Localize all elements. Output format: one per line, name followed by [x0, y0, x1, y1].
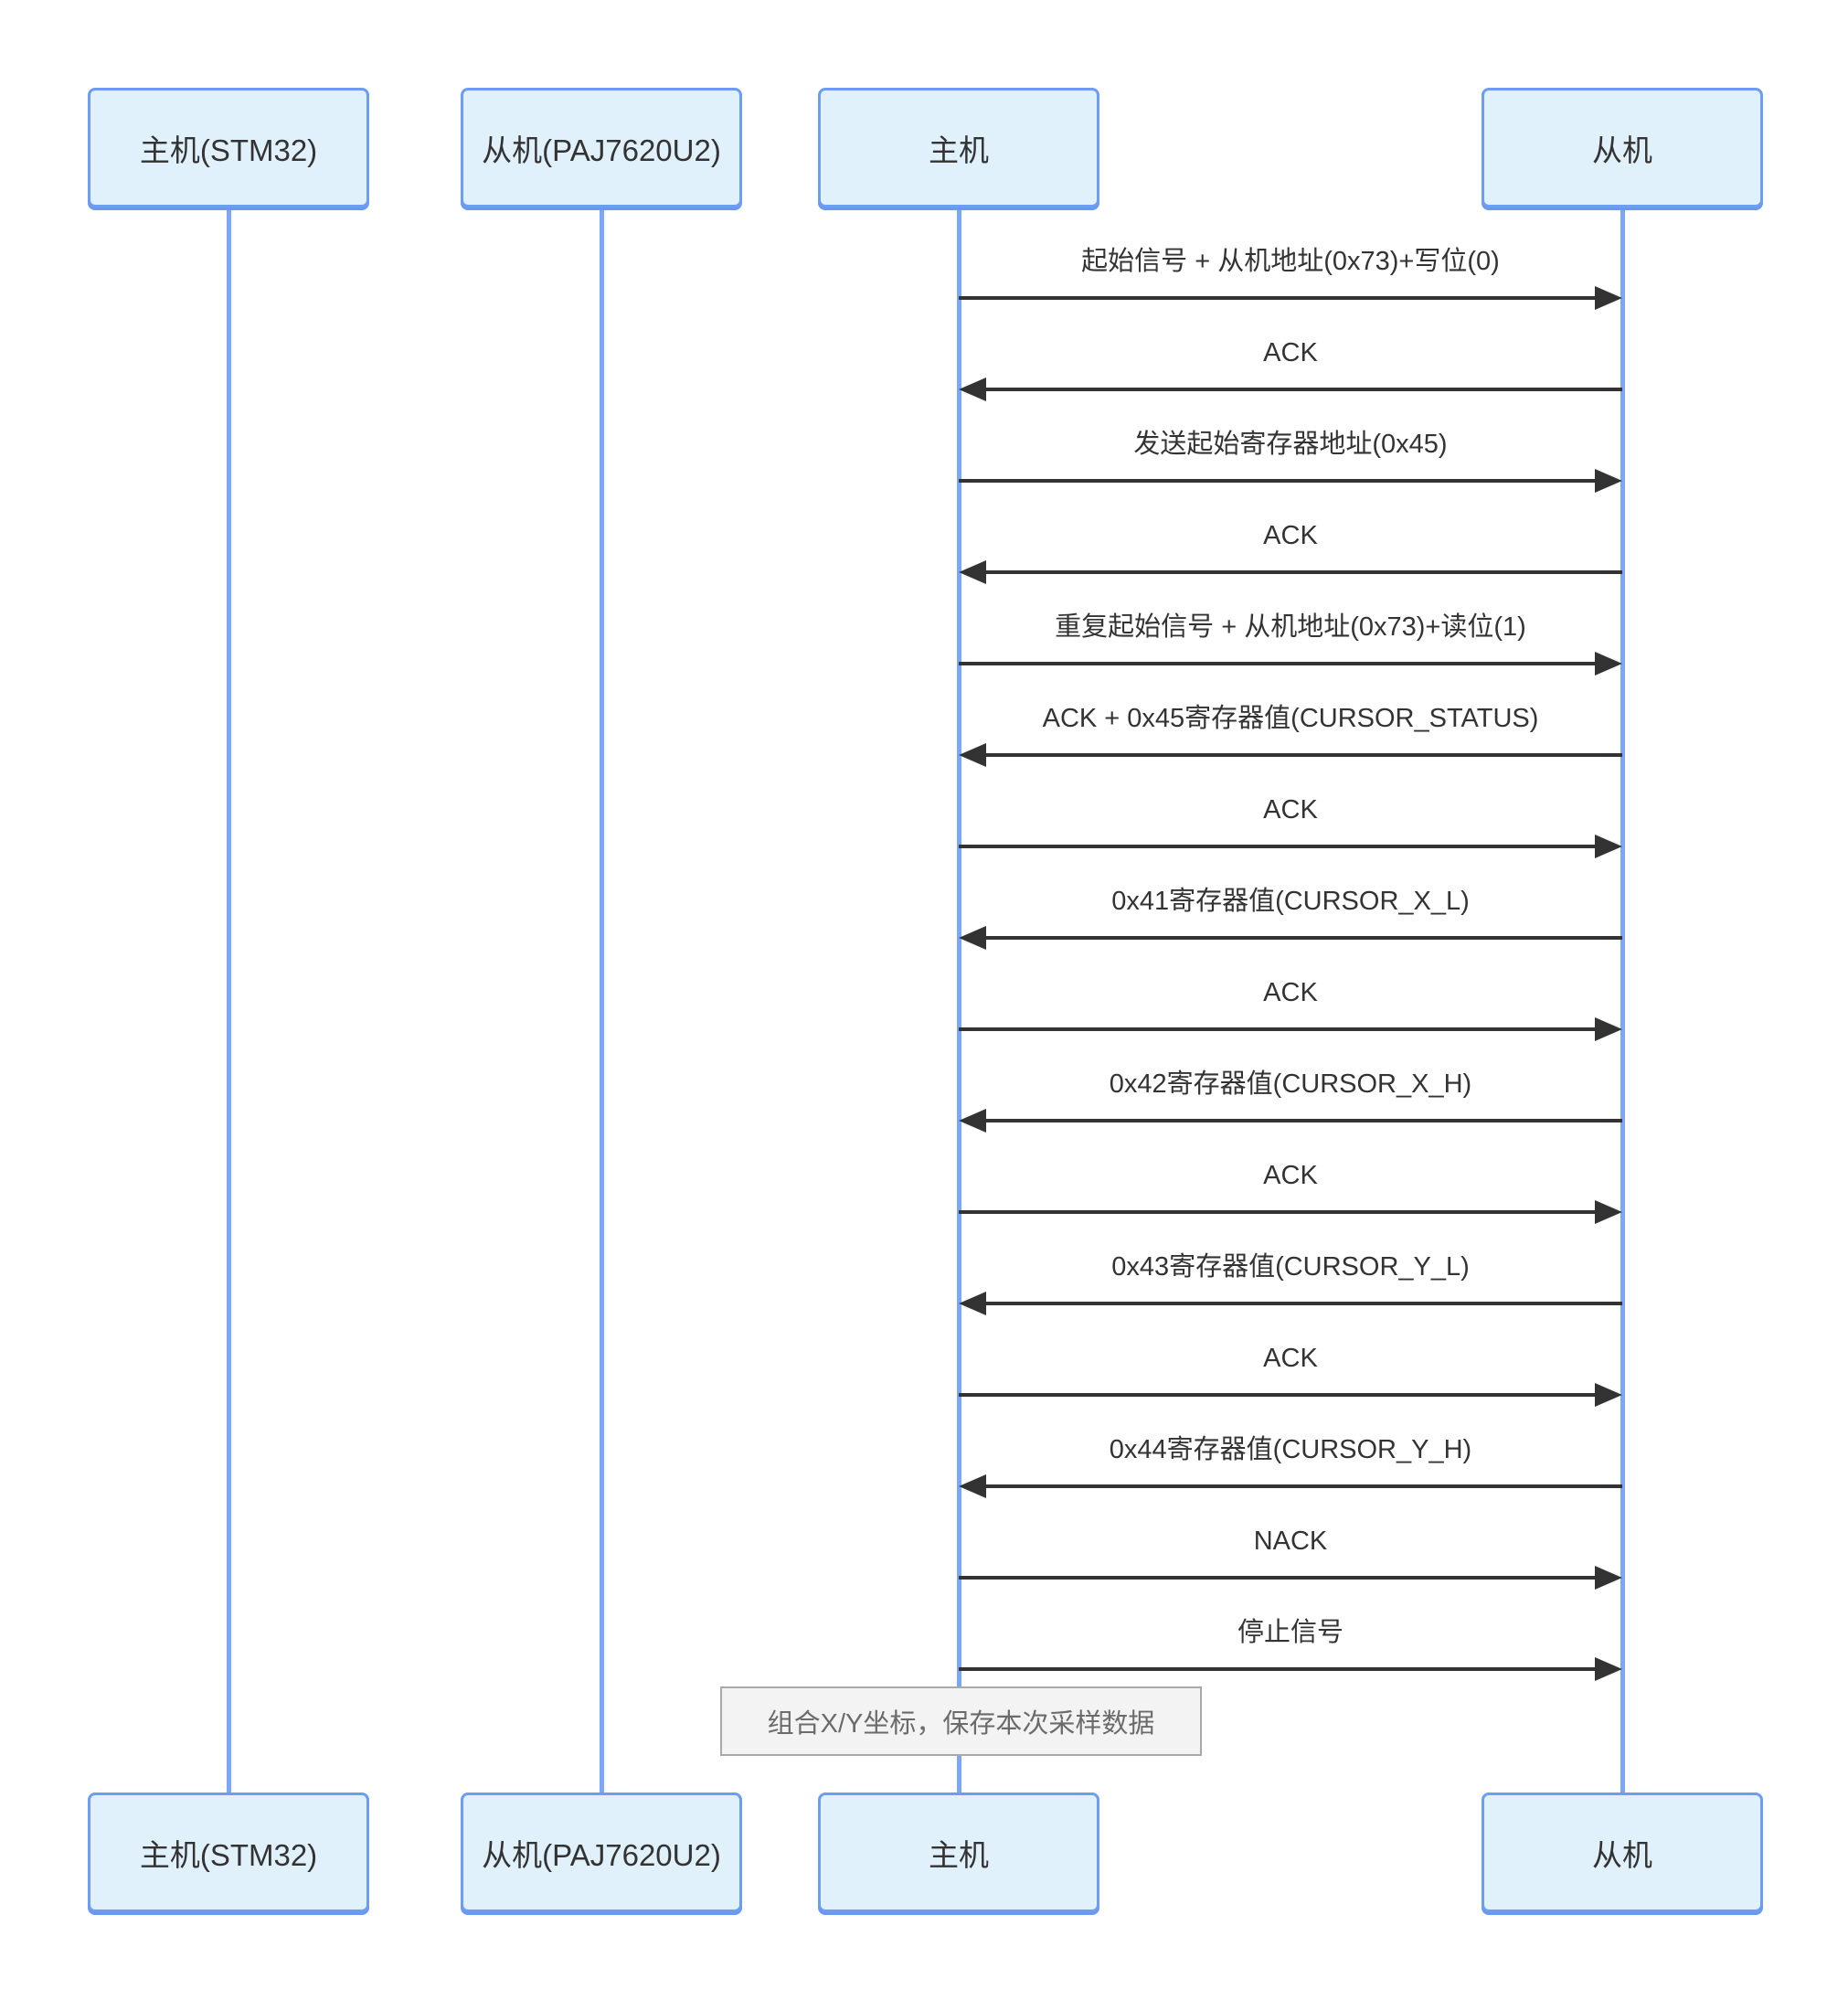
message-arrow [959, 296, 1598, 300]
actor-label: 从机(PAJ7620U2) [482, 1837, 721, 1872]
actor-top-host: 主机 [818, 88, 1099, 207]
message-arrow [959, 1667, 1598, 1671]
message-arrow [982, 753, 1622, 757]
actor-label: 主机(STM32) [139, 1837, 318, 1872]
arrowhead-left-icon [959, 743, 986, 767]
message-label: ACK [1263, 521, 1318, 550]
arrowhead-right-icon [1595, 469, 1622, 493]
message-arrow [959, 1027, 1598, 1031]
message-label: ACK + 0x45寄存器值(CURSOR_STATUS) [1042, 704, 1539, 733]
actor-label: 主机 [929, 1837, 989, 1872]
actor-label: 主机 [929, 133, 989, 167]
message-label: 停止信号 [1237, 1618, 1344, 1647]
message-arrow [982, 1119, 1622, 1122]
actor-bottom-slave-paj7620u2: 从机(PAJ7620U2) [461, 1793, 742, 1912]
arrowhead-left-icon [959, 560, 986, 584]
message-arrow [959, 662, 1598, 665]
arrowhead-right-icon [1595, 1657, 1622, 1681]
lifeline-slave-paj7620u2 [599, 207, 604, 1793]
actor-label: 从机 [1592, 1837, 1652, 1872]
actor-bottom-slave: 从机 [1482, 1793, 1763, 1912]
actor-label: 从机 [1592, 133, 1652, 167]
message-label: ACK [1263, 795, 1318, 824]
message-arrow [982, 388, 1622, 391]
arrowhead-left-icon [959, 1109, 986, 1133]
message-arrow [959, 479, 1598, 483]
message-arrow [959, 1393, 1598, 1397]
arrowhead-right-icon [1595, 835, 1622, 858]
actor-bottom-host-stm32: 主机(STM32) [88, 1793, 369, 1912]
arrowhead-right-icon [1595, 1017, 1622, 1041]
note: 组合X/Y坐标，保存本次采样数据 [720, 1686, 1202, 1756]
message-label: NACK [1253, 1527, 1328, 1556]
message-label: 起始信号 + 从机地址(0x73)+写位(0) [1081, 247, 1500, 276]
actor-bottom-host: 主机 [818, 1793, 1099, 1912]
actor-top-host-stm32: 主机(STM32) [88, 88, 369, 207]
lifeline-host [956, 207, 961, 1793]
message-arrow [959, 1576, 1598, 1580]
actor-top-slave-paj7620u2: 从机(PAJ7620U2) [461, 88, 742, 207]
message-arrow [959, 1210, 1598, 1214]
message-arrow [982, 570, 1622, 574]
message-label: 发送起始寄存器地址(0x45) [1133, 430, 1448, 459]
arrowhead-right-icon [1595, 286, 1622, 310]
message-arrow [982, 936, 1622, 940]
message-label: ACK [1263, 1344, 1318, 1373]
message-label: 0x43寄存器值(CURSOR_Y_L) [1111, 1252, 1470, 1282]
actor-label: 主机(STM32) [139, 133, 318, 167]
message-arrow [959, 845, 1598, 848]
arrowhead-right-icon [1595, 1566, 1622, 1590]
lifeline-host-stm32 [226, 207, 231, 1793]
message-label: ACK [1263, 1161, 1318, 1190]
arrowhead-left-icon [959, 1474, 986, 1498]
message-arrow [982, 1484, 1622, 1488]
arrowhead-left-icon [959, 1292, 986, 1315]
message-label: 0x44寄存器值(CURSOR_Y_H) [1109, 1435, 1472, 1464]
lifeline-slave [1620, 207, 1625, 1793]
arrowhead-right-icon [1595, 1200, 1622, 1224]
message-label: ACK [1263, 338, 1318, 367]
arrowhead-right-icon [1595, 1383, 1622, 1407]
message-label: 0x42寄存器值(CURSOR_X_H) [1109, 1069, 1472, 1099]
message-label: 重复起始信号 + 从机地址(0x73)+读位(1) [1055, 612, 1526, 642]
arrowhead-left-icon [959, 926, 986, 950]
actor-label: 从机(PAJ7620U2) [482, 133, 721, 167]
arrowhead-left-icon [959, 378, 986, 401]
arrowhead-right-icon [1595, 652, 1622, 676]
message-label: ACK [1263, 978, 1318, 1007]
message-label: 0x41寄存器值(CURSOR_X_L) [1111, 887, 1470, 916]
message-arrow [982, 1302, 1622, 1305]
actor-top-slave: 从机 [1482, 88, 1763, 207]
